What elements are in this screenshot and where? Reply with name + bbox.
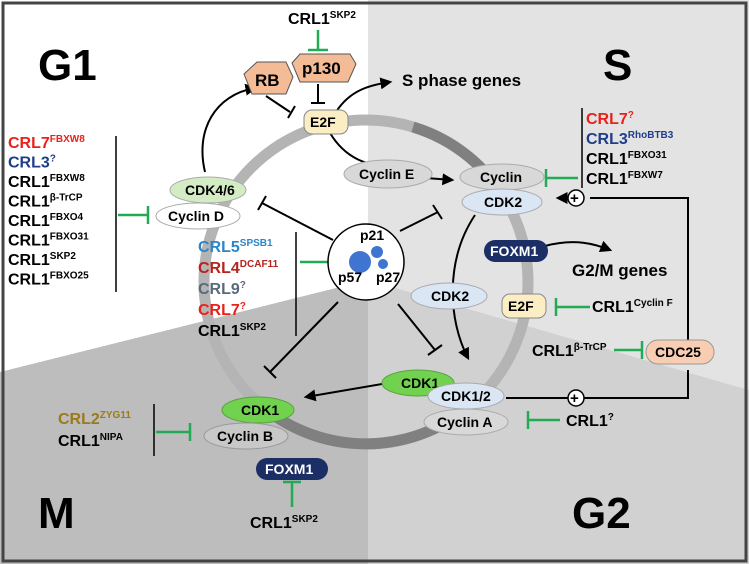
p27-label: p27 <box>376 269 400 285</box>
svg-text:+: + <box>570 390 579 407</box>
g1-list-item: CRL7FBXW8 <box>8 134 85 152</box>
cki-complex: p21 p57 p27 <box>327 223 405 301</box>
g1-list-item: CRL1β-TrCP <box>8 193 83 211</box>
regulator-brackets <box>115 108 583 456</box>
p57-label: p57 <box>338 269 362 285</box>
rb-node: RB <box>243 61 294 95</box>
cdk2-s-label: CDK2 <box>484 194 522 210</box>
crl1-skp2-top-label: CRL1SKP2 <box>288 10 356 28</box>
pathway-lines <box>201 77 689 402</box>
e2f-g2-node: E2F <box>501 293 547 319</box>
foxm1-g2-node: FOXM1 <box>484 240 548 262</box>
cdk2-g2-node: CDK2 <box>410 282 488 310</box>
cdk1-mid-label: CDK1 <box>401 375 439 391</box>
cyclin-s-label: Cyclin <box>480 169 522 185</box>
cdk46-node: CDK4/6 <box>169 176 247 204</box>
p130-node: p130 <box>291 53 357 83</box>
activation-plus-upper: + <box>567 189 585 207</box>
e2f-top-label: E2F <box>310 114 336 130</box>
s-list-item: CRL3RhoBTB3 <box>586 130 674 148</box>
g1-list-item: CRL1FBXO31 <box>8 232 89 250</box>
s-list-item: CRL7? <box>586 110 634 128</box>
crl1-btrcp-cdc25-label: CRL1β-TrCP <box>532 342 607 360</box>
cdk2-g2-label: CDK2 <box>431 288 469 304</box>
ubiquitin-ligase-inhibitions <box>118 30 644 507</box>
crl1-skp2-foxm1-label: CRL1SKP2 <box>250 514 318 532</box>
svg-text:+: + <box>570 190 579 207</box>
e2f-top-node: E2F <box>303 109 349 135</box>
cki-list-item: CRL1SKP2 <box>198 322 266 340</box>
cdk12-label: CDK1/2 <box>441 388 491 404</box>
cyclin-s-node: Cyclin <box>459 163 545 191</box>
cyclin-a-node: Cyclin A <box>423 408 509 436</box>
g1-list-item: CRL1FBXW8 <box>8 173 85 191</box>
phase-label-g1: G1 <box>38 41 97 90</box>
foxm1-m-node: FOXM1 <box>256 458 328 480</box>
cdk46-label: CDK4/6 <box>185 182 235 198</box>
cyclin-b-node: Cyclin B <box>203 422 289 450</box>
cyclin-d-node: Cyclin D <box>155 202 241 230</box>
cki-list-item: CRL4DCAF11 <box>198 259 279 277</box>
phase-label-m: M <box>38 489 75 538</box>
g1-list-item: CRL1FBXO4 <box>8 212 84 230</box>
phase-label-g2: G2 <box>572 489 631 538</box>
p21-label: p21 <box>360 227 384 243</box>
p130-label: p130 <box>302 59 341 78</box>
foxm1-g2-label: FOXM1 <box>490 243 538 259</box>
cki-list-item: CRL9? <box>198 280 246 298</box>
g1-list-item: CRL3? <box>8 154 56 172</box>
crl1-unknown-cyclina-label: CRL1? <box>566 412 614 430</box>
cdk2-s-node: CDK2 <box>461 188 543 216</box>
activation-plus-lower: + <box>567 389 585 407</box>
g1-list-item: CRL1SKP2 <box>8 251 76 269</box>
cyclin-e-label: Cyclin E <box>359 166 414 182</box>
g2m-genes-label: G2/M genes <box>572 261 667 280</box>
cdk12-node: CDK1/2 <box>427 382 505 410</box>
cyclin-e-node: Cyclin E <box>343 159 433 189</box>
s-list-item: CRL1FBXO31 <box>586 150 667 168</box>
e2f-g2-label: E2F <box>508 298 534 314</box>
cdc25-label: CDC25 <box>655 344 701 360</box>
cyclin-b-label: Cyclin B <box>217 428 273 444</box>
phase-label-s: S <box>603 41 632 90</box>
crl1-cyclinf-label: CRL1Cyclin F <box>592 298 673 316</box>
cdk1-m-label: CDK1 <box>241 402 279 418</box>
m-list-item: CRL1NIPA <box>58 432 123 450</box>
s-list-item: CRL1FBXW7 <box>586 170 663 188</box>
m-list-item: CRL2ZYG11 <box>58 410 131 428</box>
cdc25-node: CDC25 <box>645 339 715 365</box>
cdk1-m-node: CDK1 <box>221 396 295 424</box>
cki-list-item: CRL5SPSB1 <box>198 238 273 256</box>
foxm1-m-label: FOXM1 <box>265 461 313 477</box>
cyclin-a-label: Cyclin A <box>437 414 493 430</box>
g1-regulator-list: CRL7FBXW8CRL3?CRL1FBXW8CRL1β-TrCPCRL1FBX… <box>8 134 89 289</box>
cyclin-d-label: Cyclin D <box>168 208 224 224</box>
rb-label: RB <box>255 71 280 90</box>
cki-list-item: CRL7? <box>198 301 246 319</box>
g1-list-item: CRL1FBXO25 <box>8 271 89 289</box>
s-phase-genes-label: S phase genes <box>402 71 521 90</box>
